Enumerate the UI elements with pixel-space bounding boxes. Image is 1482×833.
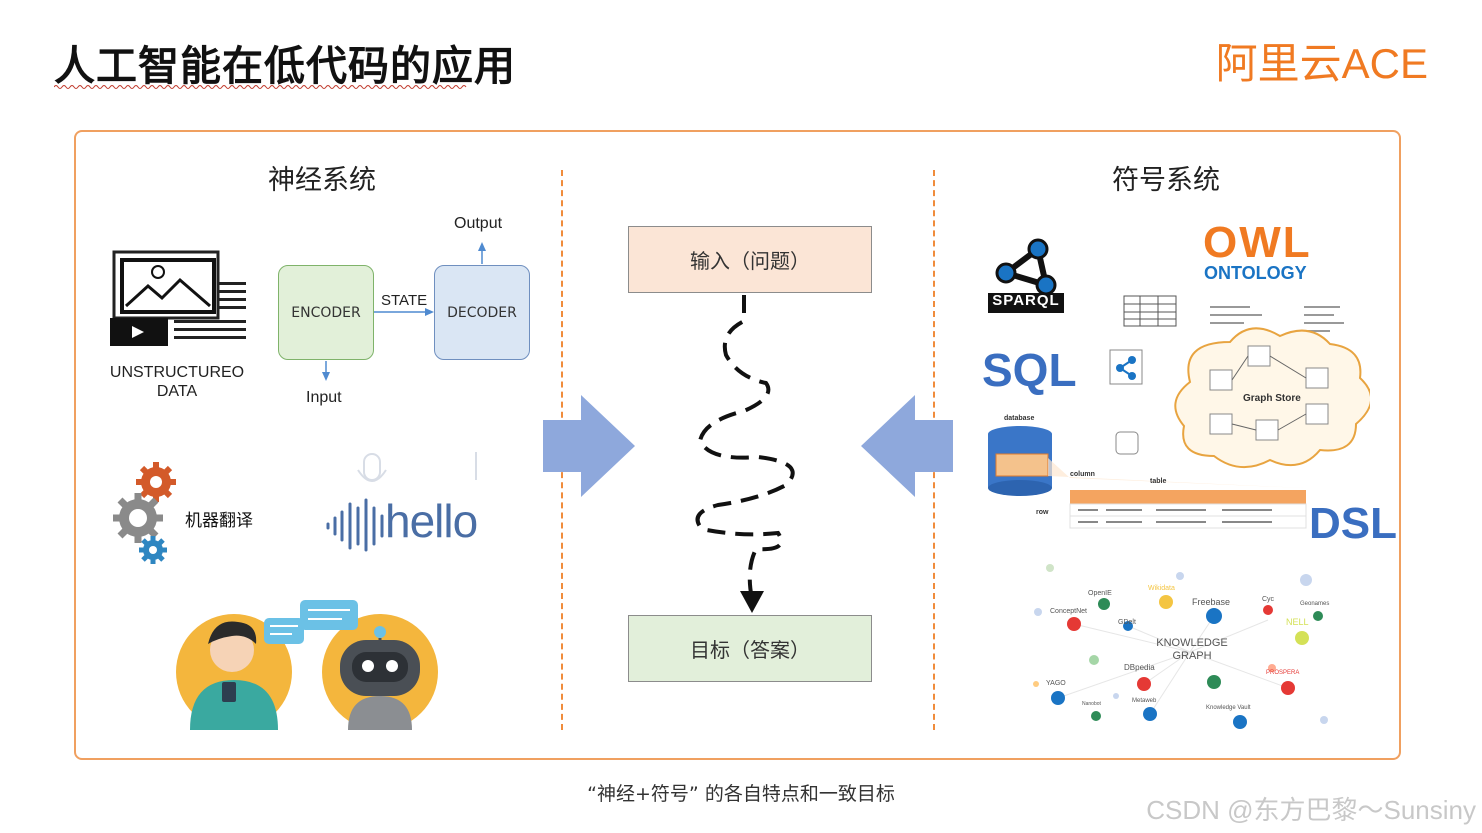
knowledge-graph-center-label: KNOWLEDGE GRAPH: [1147, 637, 1237, 663]
graph-store-label: Graph Store: [1243, 393, 1301, 404]
column-label: column: [1070, 471, 1095, 478]
arrow-right-big: [543, 395, 635, 497]
kg-label-knowledge-vault: Knowledge Vault: [1206, 705, 1251, 711]
voice-waveform-icon: [326, 452, 477, 552]
owl-label: OWL: [1203, 218, 1312, 267]
unstructured-line1: UNSTRUCTUREO: [109, 364, 245, 381]
hello-text: hello: [385, 495, 478, 547]
unstructured-data-label: UNSTRUCTUREO DATA: [106, 363, 248, 401]
input-question-box: 输入（问题）: [628, 226, 872, 293]
kg-label-prospera: PROSPERA: [1266, 670, 1300, 676]
kg-label-metaweb: Metaweb: [1132, 698, 1157, 704]
unstructured-line2: DATA: [156, 383, 198, 400]
arrow-left-big: [861, 395, 953, 497]
kg-label-nanobot: Nanobot: [1082, 701, 1101, 707]
figure-caption: “神经+符号” 的各自特点和一致目标: [587, 783, 895, 805]
encoder-decoder-arrows: [322, 242, 486, 381]
kg-label-gdelt: GDelt: [1118, 619, 1136, 626]
knowledge-graph-cloud: [1033, 564, 1328, 729]
kg-label-wikidata: Wikidata: [1148, 585, 1175, 592]
database-label: database: [1004, 415, 1035, 422]
diagram-frame: [74, 130, 1401, 760]
kg-label-yago: YAGO: [1046, 680, 1066, 687]
table-label: table: [1150, 478, 1167, 485]
kg-center-line1: KNOWLEDGE: [1156, 637, 1228, 649]
chat-person-robot-illustration: [176, 600, 438, 730]
gears-icon: [113, 462, 176, 564]
machine-translation-label: 机器翻译: [185, 511, 253, 531]
kg-center-line2: GRAPH: [1172, 650, 1212, 662]
decoder-box: DECODER: [434, 265, 530, 360]
kg-label-freebase: Freebase: [1192, 597, 1231, 607]
brand-logo: 阿里云ACE: [1215, 40, 1428, 87]
ontology-label: ONTOLOGY: [1204, 263, 1307, 283]
dsl-label: DSL: [1309, 499, 1397, 548]
kg-label-nell: NELL: [1286, 617, 1309, 627]
neural-title: 神经系统: [268, 165, 376, 196]
graph-store-diagram: [1109, 295, 1370, 468]
output-label: Output: [454, 215, 503, 232]
kg-label-geonames: Geonames: [1300, 601, 1330, 607]
winding-path-arrow: [695, 295, 795, 613]
row-label: row: [1036, 509, 1049, 516]
kg-label-openie: OpenIE: [1088, 590, 1112, 597]
target-answer-box: 目标（答案）: [628, 615, 872, 682]
page-title: 人工智能在低代码的应用: [54, 42, 516, 90]
watermark: CSDN @东方巴黎～Sunsiny: [1146, 795, 1476, 825]
kg-label-conceptnet: ConceptNet: [1050, 608, 1087, 615]
sparql-logo-icon: [986, 237, 1066, 313]
encoder-box: ENCODER: [278, 265, 374, 360]
sparql-label: SPARQL: [992, 292, 1060, 309]
unstructured-data-icon: [110, 250, 246, 346]
sql-label: SQL: [982, 344, 1077, 396]
kg-label-dbpedia: DBpedia: [1124, 663, 1155, 672]
database-table-diagram: [988, 426, 1307, 529]
state-label: STATE: [381, 292, 428, 309]
input-label: Input: [306, 389, 342, 406]
symbolic-title: 符号系统: [1112, 165, 1220, 196]
kg-label-cyc: Cyc: [1262, 596, 1275, 603]
spellcheck-underline: [54, 85, 467, 89]
